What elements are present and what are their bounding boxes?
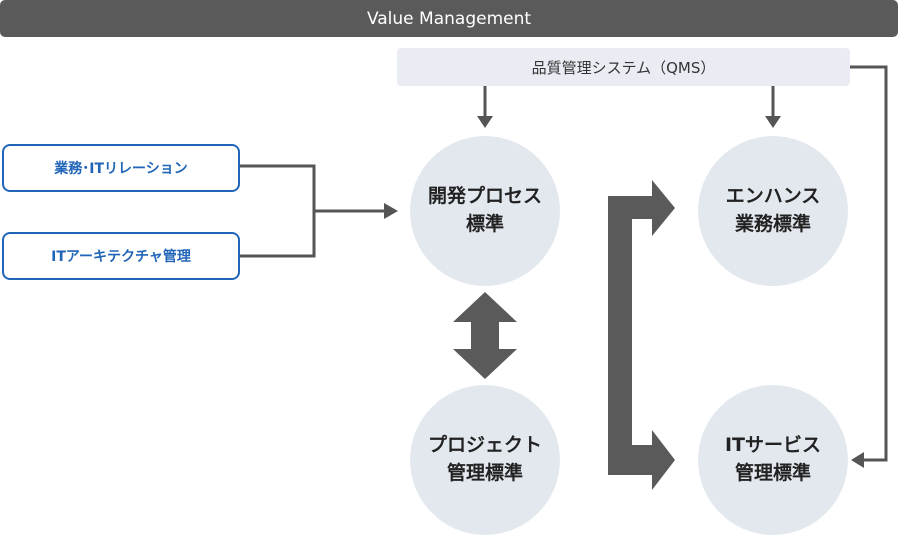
circle-enh-line1: エンハンス — [725, 185, 821, 208]
sources-to-dev-arrowhead — [384, 203, 398, 219]
source-label-it-architecture: ITアーキテクチャ管理 — [51, 249, 191, 265]
source-box-it-architecture: ITアーキテクチャ管理 — [2, 232, 240, 280]
banner-title: Value Management — [366, 8, 532, 29]
qms-label: 品質管理システム（QMS） — [531, 58, 716, 77]
it-service-arrowhead — [851, 452, 864, 468]
value-management-banner: Value Management — [0, 0, 898, 37]
circle-it-service-mgmt-standard: ITサービス 管理標準 — [698, 385, 848, 535]
process-bracket-arrow — [592, 180, 675, 490]
qms-to-enh-arrow — [765, 86, 781, 128]
source-box-business-it-relation: 業務･ITリレーション — [2, 144, 240, 192]
circle-its-line2: 管理標準 — [734, 462, 811, 484]
circle-dev-process-standard: 開発プロセス 標準 — [410, 136, 560, 286]
circle-project-mgmt-standard: プロジェクト 管理標準 — [410, 385, 560, 535]
circle-prj-line2: 管理標準 — [446, 462, 523, 484]
circle-enhance-standard: エンハンス 業務標準 — [698, 136, 848, 286]
qms-to-dev-arrow — [477, 86, 493, 128]
circle-its-line1: ITサービス — [724, 434, 822, 457]
qms-box: 品質管理システム（QMS） — [397, 48, 850, 86]
circle-dev-line2: 標準 — [465, 213, 504, 235]
circle-dev-line1: 開発プロセス — [427, 185, 542, 208]
sources-merge-connector — [240, 164, 385, 258]
source-label-business-it-relation: 業務･ITリレーション — [54, 161, 188, 177]
qms-to-it-service-connector — [850, 65, 888, 462]
circle-enh-line2: 業務標準 — [734, 213, 811, 235]
dev-project-double-arrow — [453, 292, 517, 379]
circle-prj-line1: プロジェクト — [427, 434, 542, 457]
